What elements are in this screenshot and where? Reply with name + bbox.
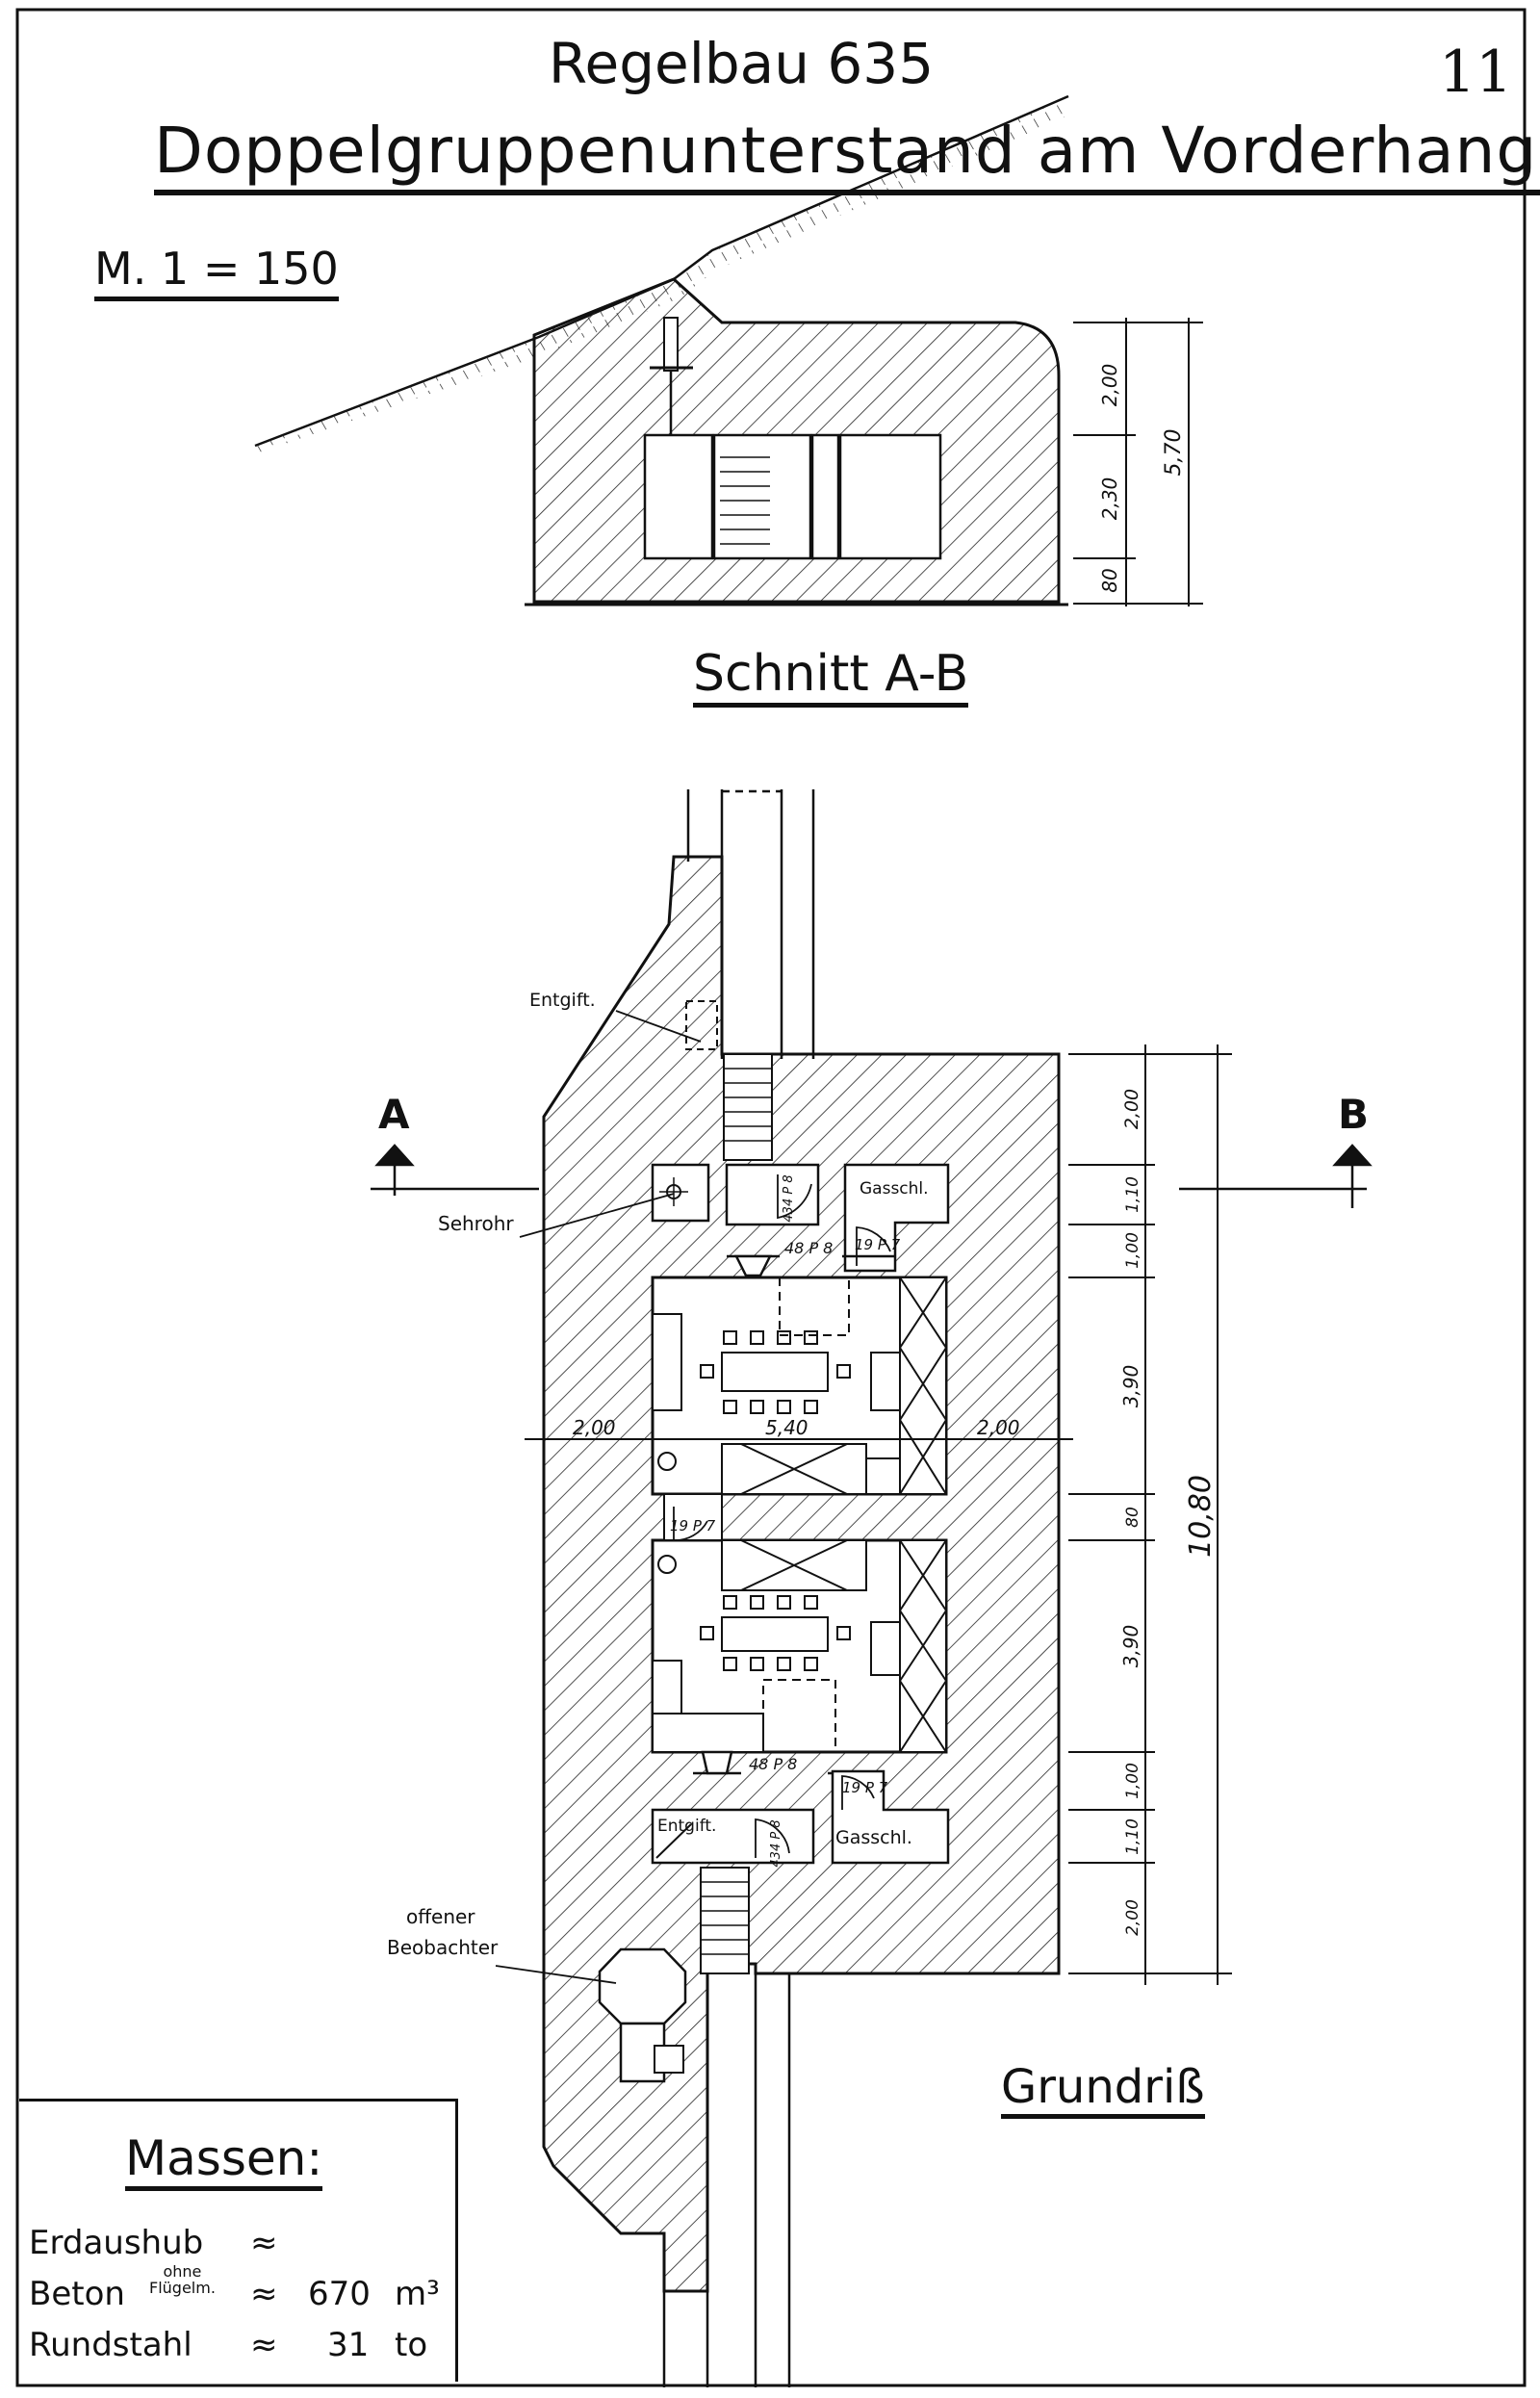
section-dim-230: 2,30: [1098, 477, 1121, 521]
quantity-note-bottom: Flügelm.: [149, 2279, 216, 2297]
beobachter-label: Beobachter: [387, 1936, 499, 1959]
plan-total-dim: 10,80: [1184, 1475, 1218, 1558]
observer-post: [598, 1947, 687, 2025]
periscope-shaft: [663, 317, 679, 372]
section-room-right: [838, 433, 942, 560]
section-room-middle: [810, 433, 840, 560]
plan-hdim-left: 2,00: [573, 1416, 616, 1439]
quantity-label: Beton: [29, 2275, 125, 2313]
stair-bottom: [700, 1867, 750, 1974]
section-view: 2,00 2,30 80 5,70: [254, 94, 1203, 606]
plan-vdim-4: 3,90: [1119, 1365, 1142, 1408]
drawing-main-title: Doppelgruppenunterstand am Vorderhang.: [154, 114, 1540, 195]
stove-icon-1: [657, 1452, 677, 1471]
section-mark-b: [1179, 1144, 1373, 1208]
door-mark-1: 434 P 8: [782, 1174, 796, 1222]
quantity-label: Erdaushub: [29, 2224, 204, 2262]
stove-icon-2: [657, 1555, 677, 1574]
leader-lines: [495, 1010, 702, 1984]
sheet-border: [15, 8, 1527, 2387]
section-mark-a-label: A: [378, 1091, 410, 1138]
door-symbol-top: [727, 1254, 895, 1277]
door-mark-5: 48 P 8: [749, 1755, 797, 1773]
room1-stools: [700, 1330, 851, 1414]
terrain-hatch: [255, 96, 1068, 452]
section-title: Schnitt A-B: [693, 645, 969, 708]
stair-top: [723, 1053, 773, 1161]
room2-stools: [700, 1595, 851, 1671]
plan-vdim-9: 2,00: [1123, 1899, 1142, 1936]
plan-vdim-8: 1,10: [1123, 1818, 1142, 1855]
scale-label: M. 1 = 150: [94, 243, 339, 301]
quantity-row-erdaushub: Erdaushub ≈: [29, 2224, 278, 2262]
quantity-value: 670: [308, 2275, 371, 2313]
plan-vdim-5: 80: [1123, 1507, 1142, 1528]
plan-hdim-middle: 5,40: [765, 1416, 808, 1439]
door-mark-3: 48 P 8: [784, 1239, 833, 1257]
quantity-note-top: ohne: [163, 2262, 202, 2281]
room2-dashed-area: [762, 1679, 836, 1753]
approx-sign: ≈: [250, 2275, 278, 2313]
section-dim-80: 80: [1098, 568, 1121, 592]
approx-sign: ≈: [250, 2224, 278, 2262]
gasschl-room-top: [843, 1163, 950, 1273]
entgift-top-label: Entgift.: [529, 990, 596, 1011]
quantity-unit: to: [395, 2326, 428, 2364]
plan-vdim-6: 3,90: [1119, 1625, 1142, 1668]
approx-sign: ≈: [250, 2326, 278, 2364]
offener-label: offener: [406, 1905, 475, 1928]
quantity-value: 31: [327, 2326, 370, 2364]
door-mark-7: 434 P 8: [769, 1819, 783, 1867]
section-dimension-lines: [1073, 318, 1203, 606]
sehrohr-label: Sehrohr: [438, 1212, 514, 1235]
door-mark-4: 19 P 7: [670, 1517, 716, 1534]
plan-vdim-1: 2,00: [1121, 1089, 1142, 1129]
section-dim-570: 5,70: [1162, 429, 1186, 477]
plan-hdim-right: 2,00: [977, 1416, 1020, 1439]
section-room-stair: [712, 433, 812, 560]
entgift-dashed-box: [685, 1000, 718, 1050]
plan-horizontal-dims: [525, 1427, 1073, 1452]
section-mark-b-label: B: [1338, 1091, 1369, 1138]
quantity-unit: m³: [395, 2275, 440, 2313]
section-mark-a: [371, 1144, 539, 1196]
drawing-type-title: Regelbau 635: [548, 31, 935, 96]
section-dim-200: 2,00: [1098, 364, 1121, 407]
gasschl-top-label: Gasschl.: [860, 1179, 929, 1199]
room1-furniture: [652, 1276, 947, 1495]
door-mark-6: 19 P 7: [842, 1779, 888, 1796]
quantity-label: Rundstahl: [29, 2326, 192, 2364]
plan-vdim-2: 1,10: [1123, 1176, 1142, 1213]
entgift-bottom-label: Entgift.: [657, 1817, 716, 1836]
quantities-heading: Massen:: [125, 2130, 323, 2191]
plan-view: [371, 789, 1373, 2387]
plan-vdim-3: 1,00: [1123, 1232, 1142, 1269]
room1-dashed-area: [779, 1276, 850, 1336]
room2-furniture: [652, 1539, 947, 1753]
gasschl-bottom-label: Gasschl.: [835, 1827, 912, 1848]
quantity-row-rundstahl: Rundstahl ≈ 31 to: [29, 2326, 427, 2364]
page-number: 11: [1439, 39, 1513, 106]
plan-title: Grundriß: [1001, 2060, 1205, 2119]
plan-vertical-dims: [1068, 1044, 1232, 1985]
gasschleuse-room-top: [725, 1163, 820, 1226]
entgift-room-bottom: [651, 1808, 815, 1865]
door-mark-2: 19 P 7: [855, 1236, 901, 1253]
plan-vdim-7: 1,00: [1123, 1763, 1142, 1799]
section-room-left: [643, 433, 714, 560]
section-stair-treads: [720, 456, 770, 545]
gasschl-room-bottom: [831, 1769, 950, 1865]
